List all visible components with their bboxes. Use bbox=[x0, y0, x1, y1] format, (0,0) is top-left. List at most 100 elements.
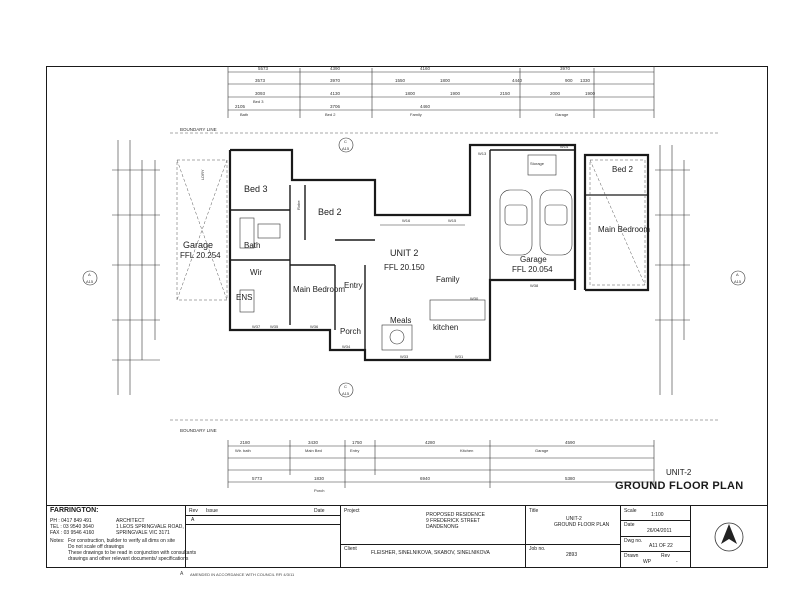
window-tag: W30 bbox=[470, 296, 479, 301]
top-dim-r2-2: 3970 bbox=[330, 78, 341, 83]
job-value: 2893 bbox=[566, 552, 578, 558]
left-dimensions bbox=[112, 140, 160, 395]
project-line-3: DANDENONG bbox=[426, 524, 459, 530]
bottom-label-kitchen: Kitchen bbox=[460, 448, 473, 453]
date2-label: Date bbox=[624, 522, 635, 528]
boundary-label-bottom: BOUNDARY LINE bbox=[180, 428, 217, 433]
footnote: AMENDED IN ACCORDANCE WITH COUNCIL RFI 4… bbox=[190, 572, 295, 577]
room-ens: ENS bbox=[236, 293, 252, 302]
top-dim-r3-3: 1800 bbox=[405, 91, 416, 96]
bottom-label-wir-bath: Wir. bath bbox=[235, 448, 251, 453]
bottom-label-porch: Porch bbox=[314, 488, 324, 493]
room-robe: Robe bbox=[296, 200, 301, 210]
scale-label: Scale bbox=[624, 508, 637, 514]
dwg-value: A11 OF 22 bbox=[649, 543, 673, 549]
bottom-dimensions: Wir. bath Main Bed Entry Kitchen Garage … bbox=[227, 440, 655, 493]
room-bed3: Bed 3 bbox=[244, 184, 268, 194]
room-family: Family bbox=[436, 275, 460, 284]
firm-sub: ARCHITECT bbox=[116, 518, 145, 524]
top-dim-4: 3970 bbox=[560, 66, 571, 71]
date2-value: 26/04/2011 bbox=[647, 528, 672, 534]
top-dim-r4-2: 3706 bbox=[330, 104, 341, 109]
top-dim-r2-1: 3573 bbox=[255, 78, 266, 83]
room-storage: Storage bbox=[530, 161, 545, 166]
logo-cell bbox=[691, 506, 768, 568]
window-tag: W38 bbox=[530, 283, 539, 288]
top-dim-r3-5: 2150 bbox=[500, 91, 511, 96]
top-dimensions: 5573 4390 4160 3970 3573 3970 1550 1800 … bbox=[227, 66, 655, 118]
top-dim-r3-7: 1900 bbox=[585, 91, 596, 96]
window-tag: W14 bbox=[560, 144, 569, 149]
plan-title: GROUND FLOOR PLAN bbox=[615, 480, 744, 492]
room-meals: Meals bbox=[390, 316, 411, 325]
bottom-label-entry: Entry bbox=[350, 448, 359, 453]
top-dim-r2-4: 1800 bbox=[440, 78, 451, 83]
svg-text:C: C bbox=[344, 139, 347, 144]
firm-tel: TEL : 03 9540 3640 bbox=[50, 524, 94, 530]
date-label: Date bbox=[314, 508, 325, 514]
unit2-ffl: FFL 20.150 bbox=[384, 263, 425, 272]
room-entry: Entry bbox=[344, 281, 363, 290]
right-unit-walls bbox=[583, 153, 650, 292]
room-garage-left: Garage bbox=[183, 240, 213, 250]
window-tag: W31 bbox=[455, 354, 464, 359]
room-kitchen: kitchen bbox=[433, 323, 458, 332]
window-tag: W37 bbox=[252, 324, 261, 329]
section-marker-right: A A15 bbox=[730, 270, 746, 286]
project-line-2: 9 FREDERICK STREET bbox=[426, 518, 481, 524]
rev-label: Rev bbox=[189, 508, 198, 514]
title-cell: Title UNIT-2 GROUND FLOOR PLAN Job no. 2… bbox=[526, 506, 621, 568]
room-bed2-right: Bed 2 bbox=[612, 165, 633, 174]
top-dim-r2-5: 4440 bbox=[512, 78, 523, 83]
top-dim-2: 4390 bbox=[330, 66, 341, 71]
top-dim-r2-6: 900 bbox=[565, 78, 573, 83]
firm-cell: FARRINGTON: PH : 0417 849 491 TEL : 03 9… bbox=[46, 506, 196, 568]
bottom-dim-5: 4590 bbox=[565, 440, 576, 445]
title-line-1: UNIT-2 bbox=[566, 516, 582, 522]
room-garage-right-ffl: FFL 20.054 bbox=[512, 265, 553, 274]
top-dim-r3-4: 1900 bbox=[450, 91, 461, 96]
notes-label: Notes: bbox=[50, 538, 65, 544]
boundary-label-top: BOUNDARY LINE bbox=[180, 127, 217, 132]
bottom-label-garage: Garage bbox=[535, 448, 549, 453]
section-marker-top: C A15 bbox=[338, 137, 354, 153]
garage-cars bbox=[499, 154, 573, 256]
bottom-dim-r2-1: 5773 bbox=[252, 476, 263, 481]
note-2: Do not scale off drawings bbox=[68, 544, 125, 550]
room-bath: Bath bbox=[244, 241, 260, 250]
top-dim-r3-2: 4130 bbox=[330, 91, 341, 96]
title-line-2: GROUND FLOOR PLAN bbox=[554, 522, 610, 528]
svg-text:A15: A15 bbox=[86, 279, 94, 284]
note-4: drawings and other relevant documents/ s… bbox=[68, 556, 189, 562]
drawn-value: WP bbox=[643, 559, 652, 565]
firm-address-2: SPRINGVALE VIC 3171 bbox=[116, 530, 170, 536]
window-tag: W34 bbox=[342, 344, 351, 349]
bottom-dim-3: 1750 bbox=[352, 440, 363, 445]
revision-cell: Rev Issue Date A bbox=[186, 506, 341, 568]
top-dim-r4-1: 2105 bbox=[235, 104, 246, 109]
rev2-label: Rev bbox=[661, 553, 670, 559]
bottom-dim-2: 3430 bbox=[308, 440, 319, 445]
top-label-bed3: Bed 3 bbox=[253, 99, 264, 104]
bottom-label-main-bed: Main Bed bbox=[305, 448, 322, 453]
room-main-bedroom: Main Bedroom bbox=[293, 285, 345, 294]
room-garage-left-ffl: FFL 20.254 bbox=[180, 251, 221, 260]
drawn-label: Drawn bbox=[624, 553, 639, 559]
note-1: For construction, builder to verify all … bbox=[68, 538, 175, 544]
svg-text:A: A bbox=[736, 272, 739, 277]
top-dim-3: 4160 bbox=[420, 66, 431, 71]
window-tag: W16 bbox=[402, 218, 411, 223]
rev-value: A bbox=[191, 517, 195, 523]
project-label: Project bbox=[344, 508, 360, 514]
unit-heading: UNIT-2 bbox=[666, 468, 692, 477]
top-label-garage: Garage bbox=[555, 112, 569, 117]
window-tag: W35 bbox=[270, 324, 279, 329]
top-dim-r4-3: 4460 bbox=[420, 104, 431, 109]
top-label-family: Family bbox=[410, 112, 422, 117]
dwg-label: Dwg no. bbox=[624, 538, 643, 544]
room-porch: Porch bbox=[340, 327, 361, 336]
bottom-dim-r2-2: 6940 bbox=[420, 476, 431, 481]
top-dim-r2-7: 1330 bbox=[580, 78, 591, 83]
svg-text:A15: A15 bbox=[342, 146, 350, 151]
